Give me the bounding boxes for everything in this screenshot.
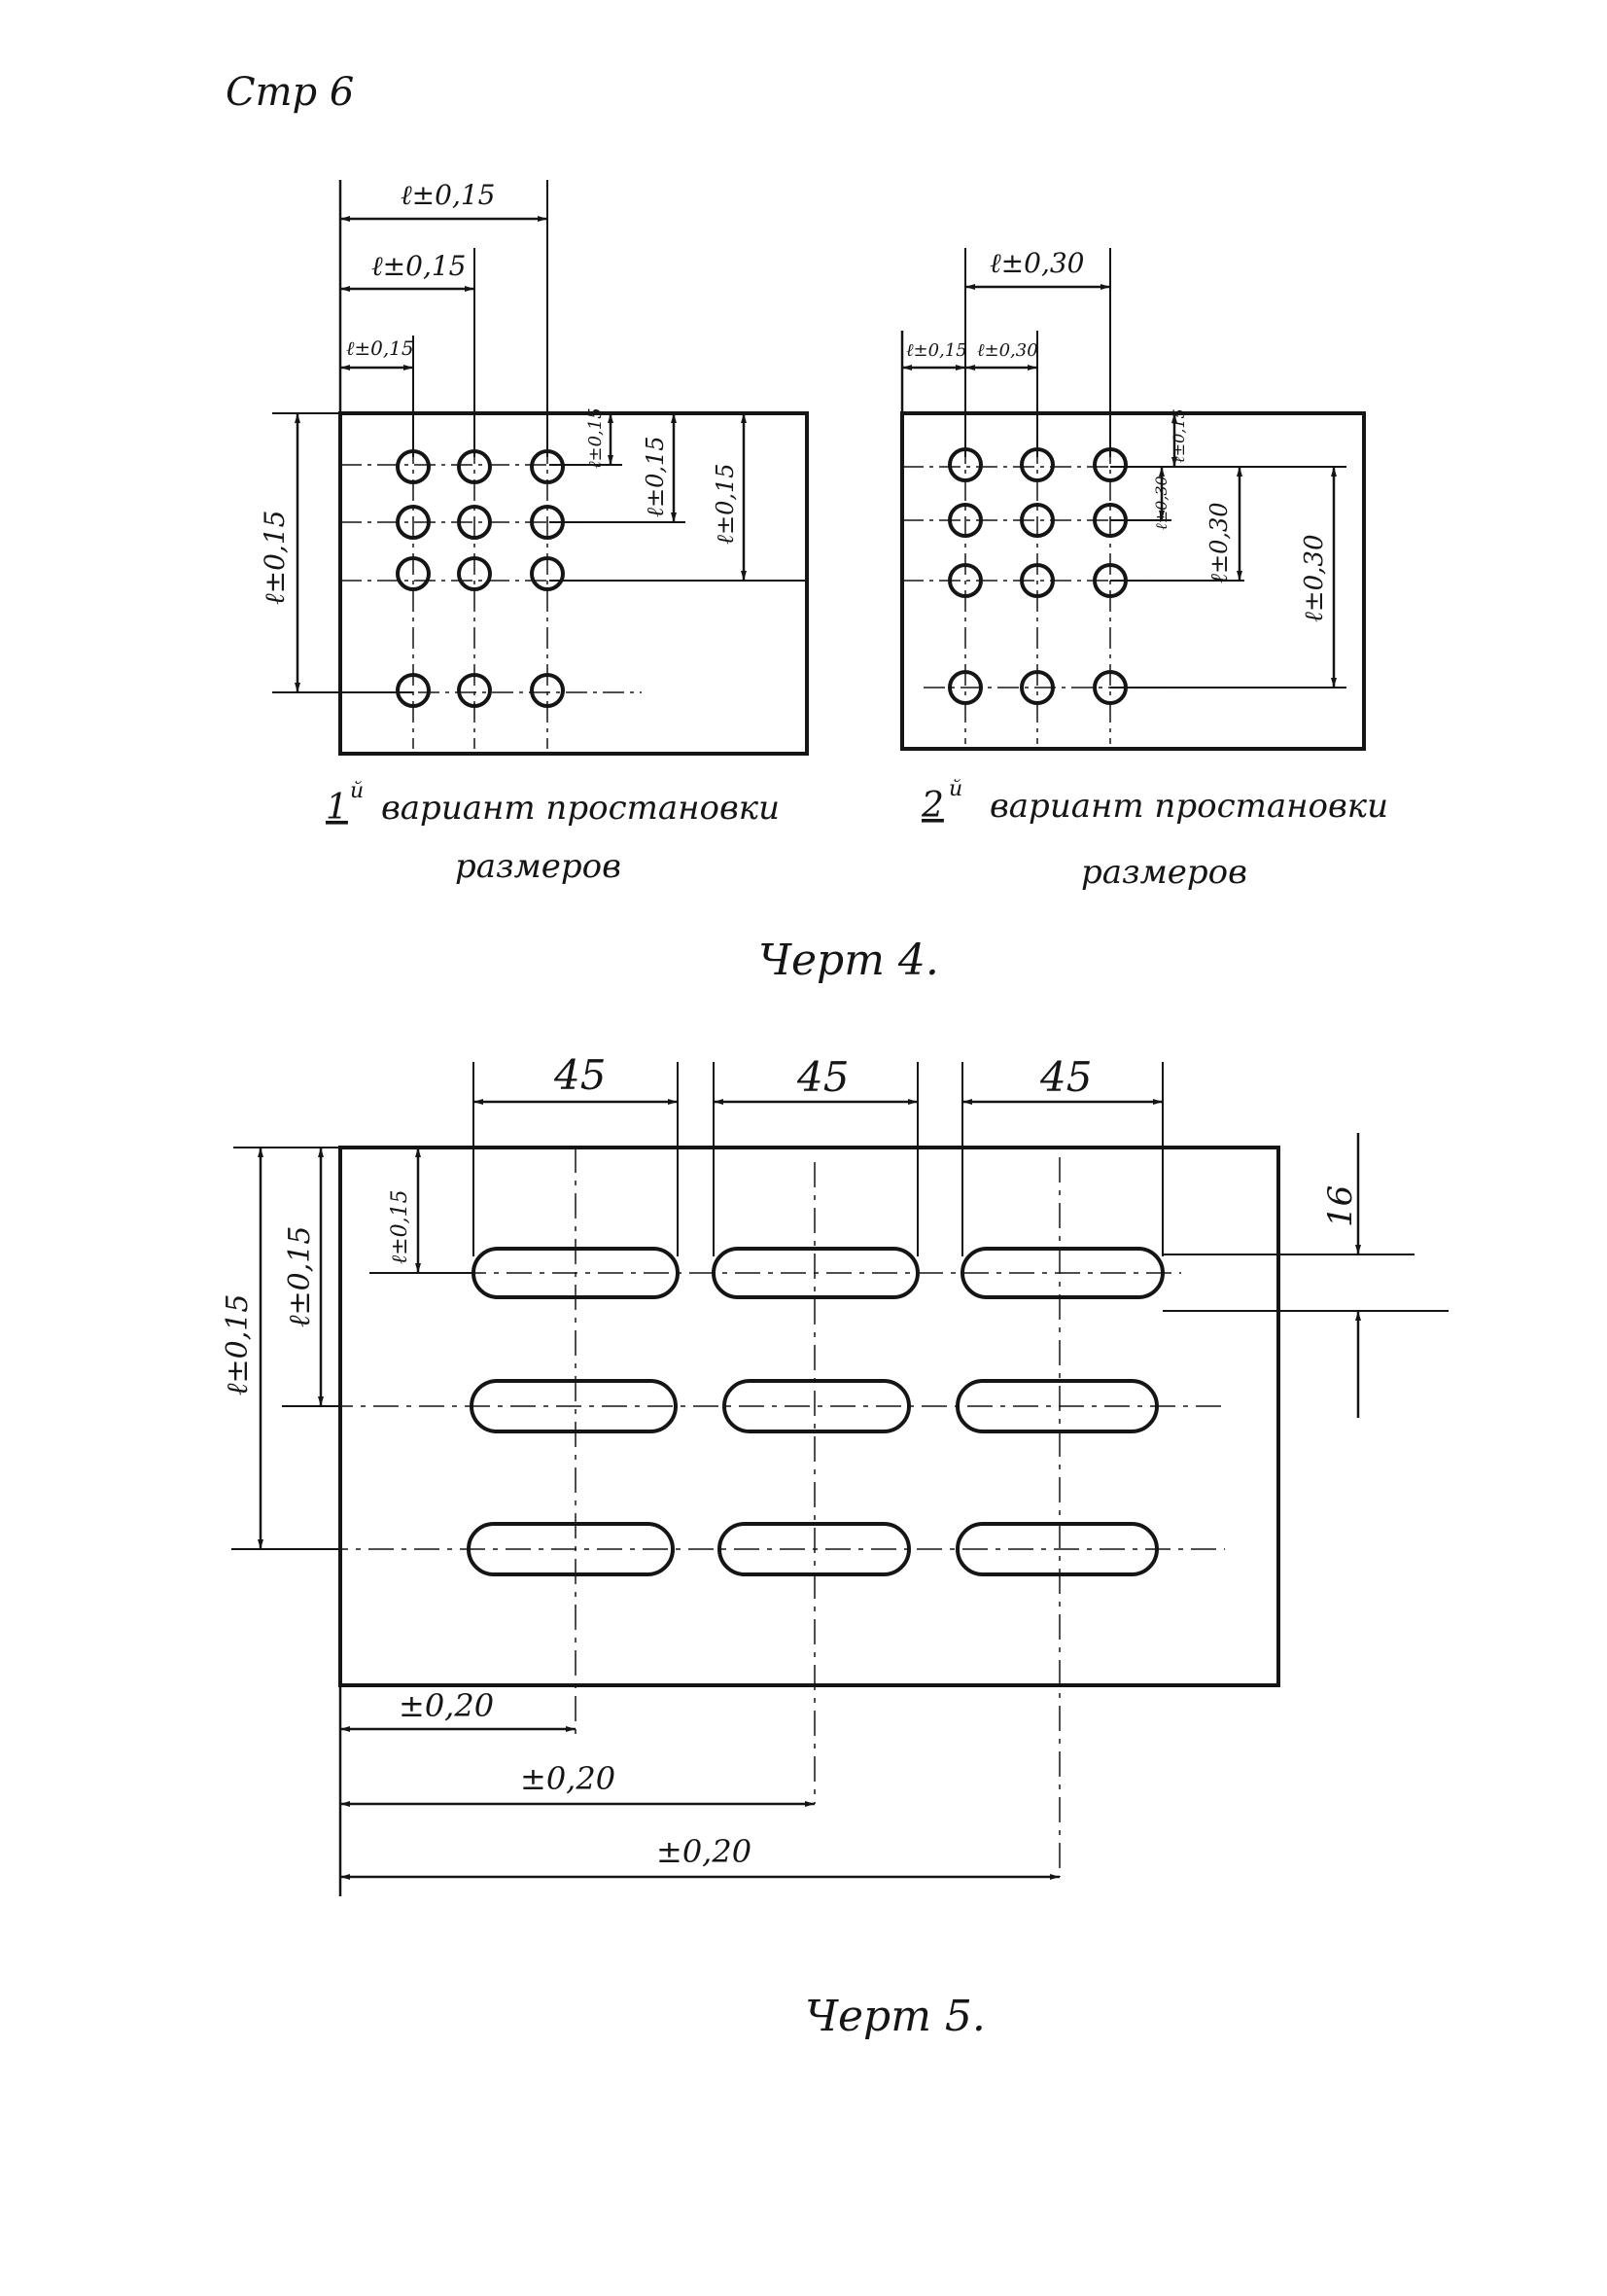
figure4-variant1 (272, 180, 809, 756)
v1-caption-superscript: й (350, 779, 364, 803)
v2-caption-superscript: й (949, 777, 962, 801)
v1-caption-line2: размеров (455, 847, 621, 886)
fig5-dim-left-inner: ℓ±0,15 (388, 1189, 412, 1264)
v2-dim-top-1: ℓ±0,30 (990, 247, 1084, 279)
v1-dim-right-1: ℓ±0,15 (585, 407, 606, 469)
v2-caption-line1: вариант простановки (990, 787, 1388, 826)
v2-dim-top-3: ℓ±0,30 (977, 340, 1038, 361)
v1-caption-line1: вариант простановки (381, 789, 780, 828)
hole-grid (948, 447, 1128, 705)
v1-dim-left: ℓ±0,15 (259, 511, 291, 605)
fig5-dim-top-1: 45 (553, 1051, 606, 1099)
slot-grid (467, 1247, 1165, 1576)
v2-dim-right-1: ℓ±0,15 (1170, 408, 1188, 463)
fig5-dim-left-mid: ℓ±0,15 (283, 1226, 317, 1327)
v1-caption-number: 1 (326, 788, 348, 828)
page-label: Стр 6 (226, 70, 354, 115)
plate-outline (338, 1146, 1280, 1687)
v1-dim-top-1: ℓ±0,15 (401, 179, 495, 211)
hole-grid (396, 449, 565, 708)
fig5-dim-top-2: 45 (796, 1053, 849, 1101)
v2-dim-top-2: ℓ±0,15 (906, 340, 967, 361)
v2-dim-right-2: ℓ±0,30 (1152, 476, 1170, 530)
fig5-dim-left-outer: ℓ±0,15 (221, 1294, 255, 1395)
figure5 (231, 1062, 1449, 1896)
v1-dim-right-3: ℓ±0,15 (712, 463, 739, 545)
v1-dim-top-2: ℓ±0,15 (371, 250, 466, 282)
fig5-dim-right: 16 (1321, 1185, 1360, 1227)
figure4-variant2 (900, 248, 1366, 751)
v2-caption-line2: размеров (1081, 853, 1247, 892)
v2-caption-number: 2 (921, 786, 944, 826)
fig5-dim-bottom-2: ±0,20 (520, 1760, 615, 1797)
fig5-dim-top-3: 45 (1039, 1053, 1092, 1101)
v2-dim-right-3: ℓ±0,30 (1205, 502, 1233, 583)
figure5-caption: Черт 5. (805, 1992, 986, 2041)
fig5-dim-bottom-1: ±0,20 (399, 1687, 494, 1724)
v2-dim-right-4: ℓ±0,30 (1300, 534, 1329, 622)
figure4-caption: Черт 4. (758, 936, 939, 985)
v1-dim-right-2: ℓ±0,15 (642, 436, 669, 517)
v1-dim-top-3: ℓ±0,15 (346, 336, 414, 360)
fig5-dim-bottom-3: ±0,20 (656, 1833, 751, 1870)
